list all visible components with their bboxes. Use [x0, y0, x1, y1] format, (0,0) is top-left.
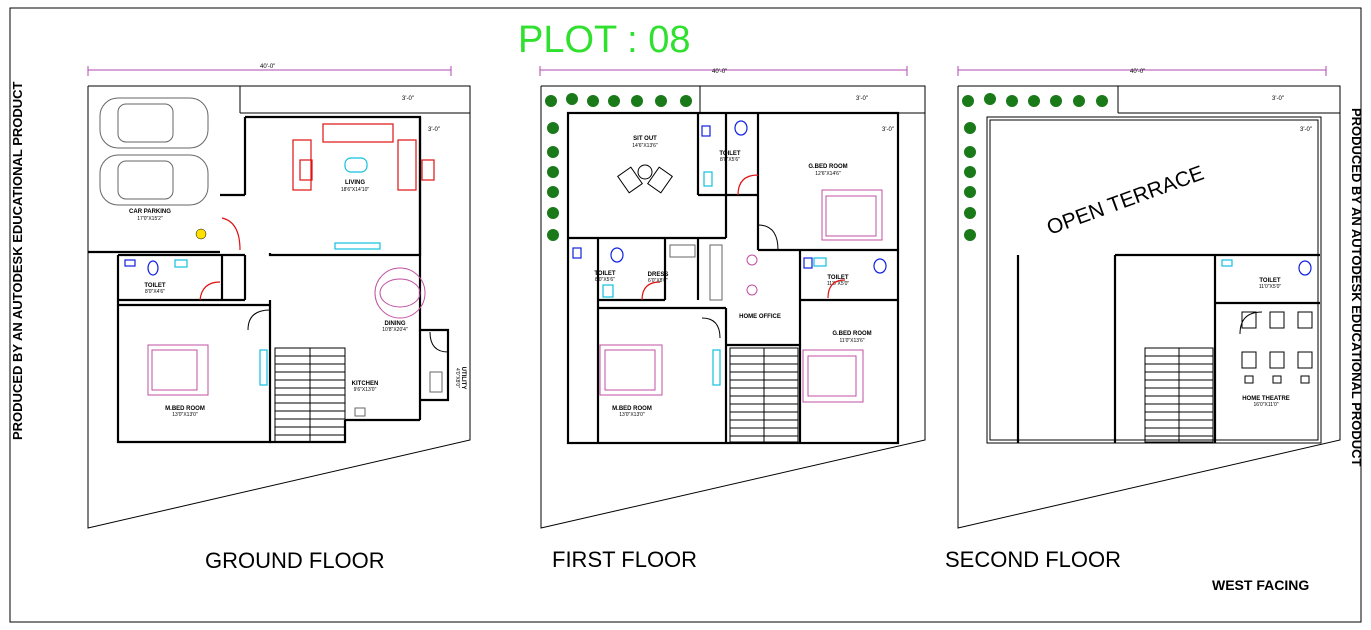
ground-floor-title: GROUND FLOOR: [205, 548, 385, 573]
facing-label: WEST FACING: [1212, 577, 1309, 593]
ff-homeoffice-label: HOME OFFICE: [739, 314, 781, 320]
ff-toilet2-size: 8'0"X5'6": [595, 277, 615, 283]
sf-toilet-size: 11'0"X5'0": [1259, 284, 1282, 290]
second-floor-plan: 40'-0" 3'-0" 3'-0" OPEN TER: [957, 66, 1341, 529]
gf-kitchen-size: 9'6"X13'0": [354, 387, 377, 393]
gf-car-parking-label: CAR PARKING: [129, 209, 171, 215]
gf-side-dim: 3'-0": [428, 127, 440, 133]
ff-dress-size: 6'0"X8'0": [648, 278, 668, 284]
sf-theatre-size: 16'0"X11'0": [1253, 402, 1278, 408]
ff-bedroom1-label: G.BED ROOM: [808, 164, 847, 170]
sf-theatre-label: HOME THEATRE: [1242, 396, 1290, 402]
ff-toilet2-label: TOILET: [594, 271, 616, 277]
gf-width-dim: 40'-0": [260, 64, 275, 70]
gf-utility-label: UTILITY: [460, 367, 466, 390]
ff-side-dim: 3'-0": [882, 127, 894, 133]
ff-toilet3-size: 11'0"X5'0": [827, 281, 850, 287]
ground-floor-plan: 40'-0" 3'-0" 3'-0": [87, 64, 471, 529]
gf-bedroom-label: M.BED ROOM: [165, 406, 205, 412]
ff-bedroom3-label: M.BED ROOM: [612, 406, 652, 412]
ff-sitout-label: SIT OUT: [633, 136, 657, 142]
ff-bedroom1-size: 12'6"X14'6": [815, 171, 841, 177]
gf-toilet-size: 8'0"X4'6": [145, 289, 165, 295]
sf-toilet-label: TOILET: [1259, 278, 1281, 284]
ff-bedroom2-size: 11'0"X13'6": [839, 338, 864, 344]
gf-utility-size: 4'0"X8'0": [454, 368, 460, 388]
gf-dining-label: DINING: [385, 321, 406, 327]
gf-living-label: LIVING: [345, 180, 365, 186]
ff-bedroom3-size: 13'0"X13'0": [619, 412, 645, 418]
ff-sitout-size: 14'6"X13'6": [632, 143, 658, 149]
ff-bedroom2-label: G.BED ROOM: [832, 331, 871, 337]
ff-setback-dim: 3'-0": [856, 96, 868, 102]
sheet-border: [9, 7, 1362, 623]
ff-dress-label: DRESS: [648, 272, 669, 278]
gf-kitchen-label: KITCHEN: [352, 381, 379, 387]
gf-bedroom-size: 13'0"X13'0": [172, 412, 198, 418]
sf-width-dim: 40'-0": [1130, 69, 1145, 75]
gf-setback-dim: 3'-0": [402, 96, 414, 102]
gf-car-parking-size: 17'0"X15'2": [137, 216, 163, 222]
sf-terrace-label: OPEN TERRACE: [1044, 162, 1207, 240]
first-floor-title: FIRST FLOOR: [552, 547, 697, 572]
second-floor-title: SECOND FLOOR: [945, 547, 1121, 572]
ff-toilet1-size: 8'0"X5'6": [720, 157, 740, 163]
ff-width-dim: 40'-0": [712, 69, 727, 75]
side-text-left: PRODUCED BY AN AUTODESK EDUCATIONAL PROD…: [10, 81, 25, 440]
ff-toilet3-label: TOILET: [827, 275, 849, 281]
gf-living-size: 18'6"X14'10": [341, 187, 369, 193]
first-floor-plan: 40'-0" 3'-0" 3'-0": [539, 66, 926, 529]
gf-dining-size: 10'8"X20'4": [382, 327, 408, 333]
sf-side-dim: 3'-0": [1300, 127, 1312, 133]
sf-setback-dim: 3'-0": [1272, 96, 1284, 102]
plot-title: PLOT : 08: [518, 19, 691, 61]
gf-toilet-label: TOILET: [144, 283, 166, 289]
side-text-right: PRODUCED BY AN AUTODESK EDUCATIONAL PROD…: [1349, 108, 1364, 467]
ff-toilet1-label: TOILET: [719, 151, 741, 157]
